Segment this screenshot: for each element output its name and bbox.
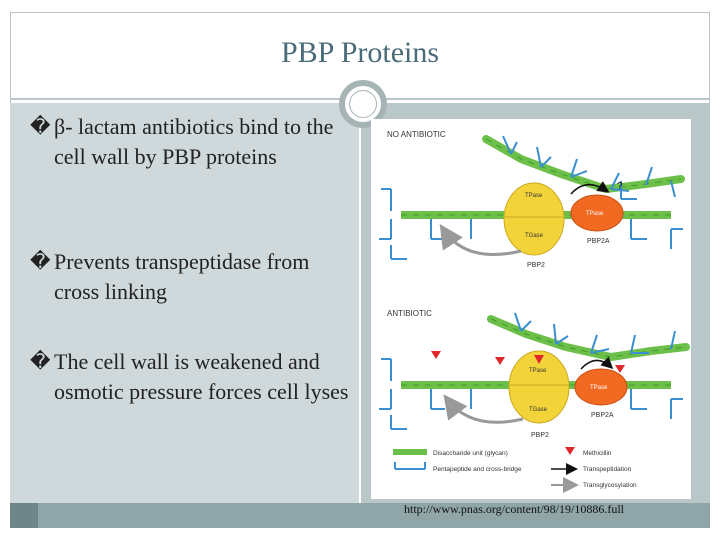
pbp2-label: PBP2: [527, 262, 545, 269]
tpase-label: TPase: [586, 211, 604, 217]
pbp2-protein: [508, 350, 570, 424]
tgase-label: TGase: [525, 233, 544, 239]
bullet-item: � Prevents transpeptidase from cross lin…: [30, 247, 352, 307]
legend-pentapeptide: Pentapeptide and cross-bridge: [433, 466, 522, 473]
pbp2a-label: PBP2A: [591, 412, 614, 419]
legend-methicillin: Methicillin: [583, 450, 612, 457]
glycan-strand: [487, 315, 690, 362]
bullet-item: � β- lactam antibiotics bind to the cell…: [30, 112, 352, 172]
pbp2a-protein: [570, 194, 624, 232]
pbp2-protein: [503, 182, 565, 256]
legend-transglycosylation: Transglycosylation: [583, 482, 637, 489]
source-url[interactable]: http://www.pnas.org/content/98/19/10886.…: [404, 502, 624, 516]
peptide-swatch: [394, 462, 426, 470]
tpase-label: TPase: [525, 193, 543, 199]
peptide-crossbridges: [514, 312, 676, 354]
left-panel: [10, 103, 359, 503]
bullet-text: β- lactam antibiotics bind to the cell w…: [54, 114, 334, 169]
no-antibiotic-label: NO ANTIBIOTIC: [387, 130, 446, 139]
peptide-crossbridges: [379, 181, 683, 260]
methicillin-swatch: [565, 447, 575, 455]
transpeptidation-arrow: [580, 356, 614, 370]
question-mark: ?: [617, 181, 623, 192]
pbp-mechanism-figure: NO ANTIBIOTIC: [371, 119, 691, 499]
slide-title: PBP Proteins: [280, 36, 440, 69]
bullet-text: The cell wall is weakened and osmotic pr…: [54, 349, 349, 404]
peptide-crossbridges: [379, 358, 683, 430]
transpeptidation-arrow: [570, 181, 610, 195]
antibiotic-label: ANTIBIOTIC: [387, 309, 432, 318]
transglycosylation-arrow: [443, 394, 524, 424]
bullet-item: � The cell wall is weakened and osmotic …: [30, 347, 352, 407]
glycan-swatch: [393, 449, 427, 455]
bullet-marker: �: [30, 251, 51, 273]
footer-bar: [10, 503, 710, 528]
pbp2a-label: PBP2A: [587, 238, 610, 245]
decorative-circle-icon: [339, 80, 387, 128]
bullet-text: Prevents transpeptidase from cross linki…: [54, 249, 310, 304]
pbp2-label: PBP2: [531, 432, 549, 439]
tpase-label: TPase: [590, 385, 608, 391]
footer-accent: [10, 503, 38, 528]
bullet-marker: �: [30, 116, 51, 138]
bullet-marker: �: [30, 351, 51, 373]
glycan-strand: [482, 135, 685, 194]
legend-transpeptidation: Transpeptidation: [583, 466, 632, 473]
tgase-label: TGase: [529, 407, 548, 413]
transglycosylation-arrow: [439, 223, 522, 256]
legend-glycan: Disaccharide unit (glycan): [433, 450, 508, 457]
tpase-label: TPase: [529, 368, 547, 374]
figure-legend: Disaccharide unit (glycan) Pentapeptide …: [393, 447, 637, 493]
